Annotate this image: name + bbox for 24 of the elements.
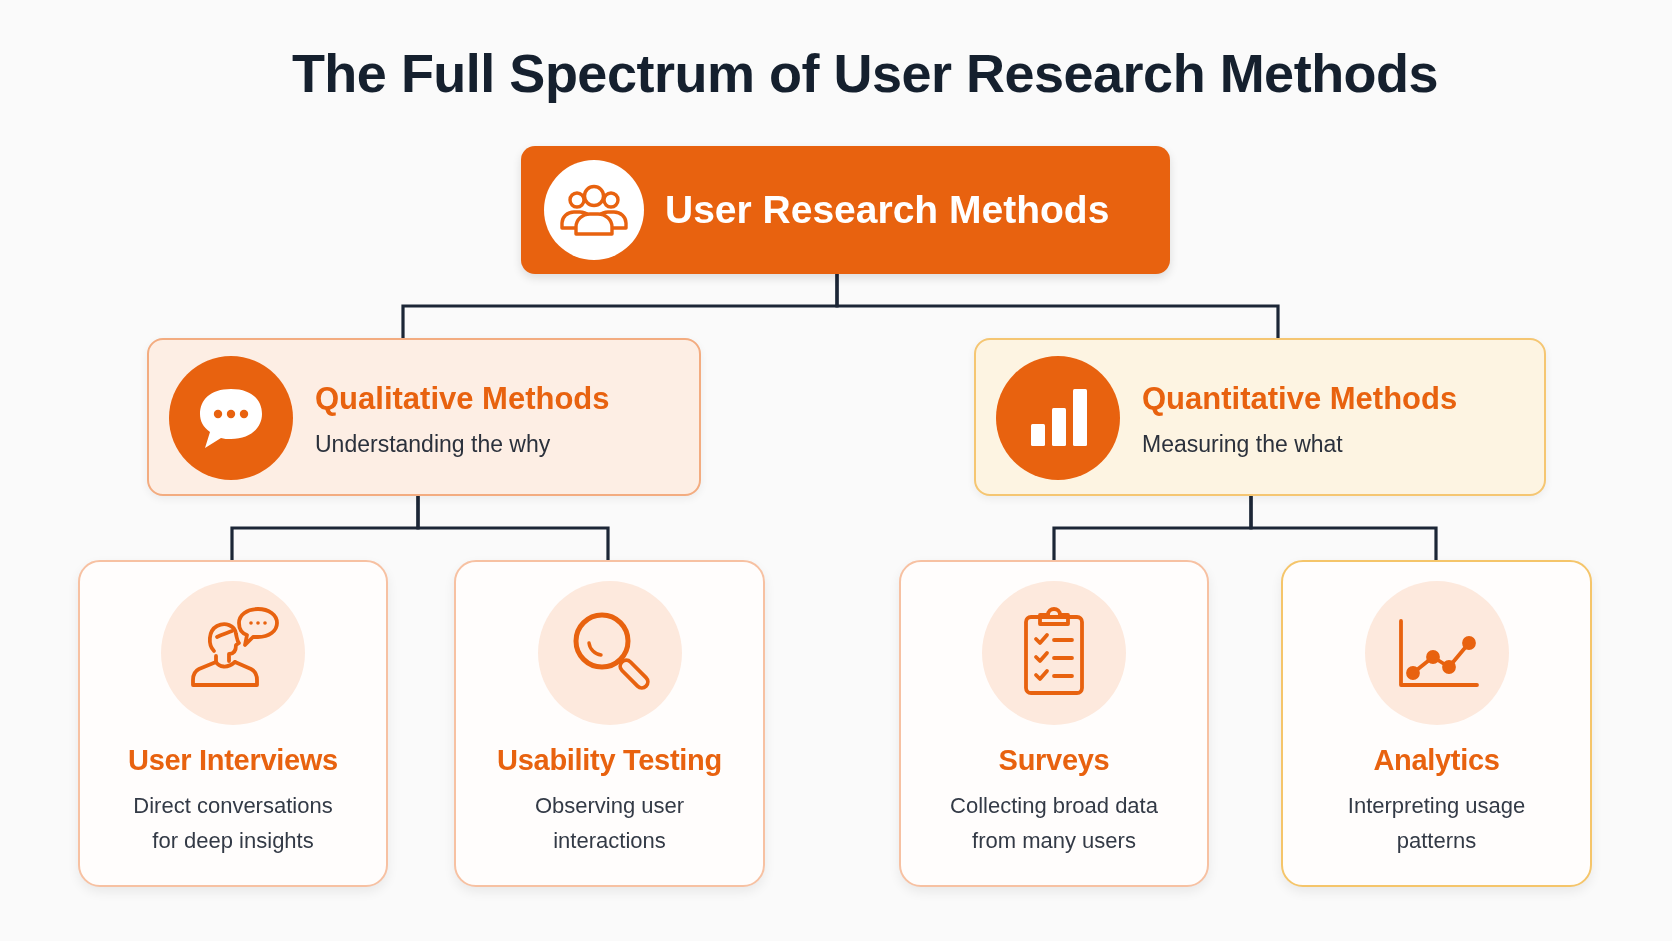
method-card (1281, 560, 1592, 887)
method-card (78, 560, 388, 887)
method-title: Surveys (997, 743, 1111, 778)
node-subtitle: Measuring the what (1142, 430, 1343, 459)
method-description: Direct conversations for deep insights (132, 792, 334, 855)
node-title: User Research Methods (665, 188, 1110, 232)
method-card (899, 560, 1209, 887)
node-subtitle: Understanding the why (315, 430, 551, 459)
method-title: Analytics (1372, 743, 1501, 778)
category-box (974, 338, 1546, 496)
root-category-box (521, 146, 1170, 274)
node-title: Qualitative Methods (315, 380, 610, 418)
method-description: Interpreting usage patterns (1346, 792, 1527, 855)
method-title: Usability Testing (496, 743, 723, 778)
diagram-title: The Full Spectrum of User Research Methods (290, 42, 1440, 105)
category-box (147, 338, 701, 496)
method-title: User Interviews (127, 743, 339, 778)
method-description: Collecting broad data from many users (949, 792, 1159, 855)
connector-line (416, 496, 610, 560)
connector-line (1249, 496, 1438, 560)
connector-line (835, 274, 1280, 338)
method-description: Observing user interactions (533, 792, 686, 855)
node-title: Quantitative Methods (1142, 380, 1458, 418)
method-card (454, 560, 765, 887)
